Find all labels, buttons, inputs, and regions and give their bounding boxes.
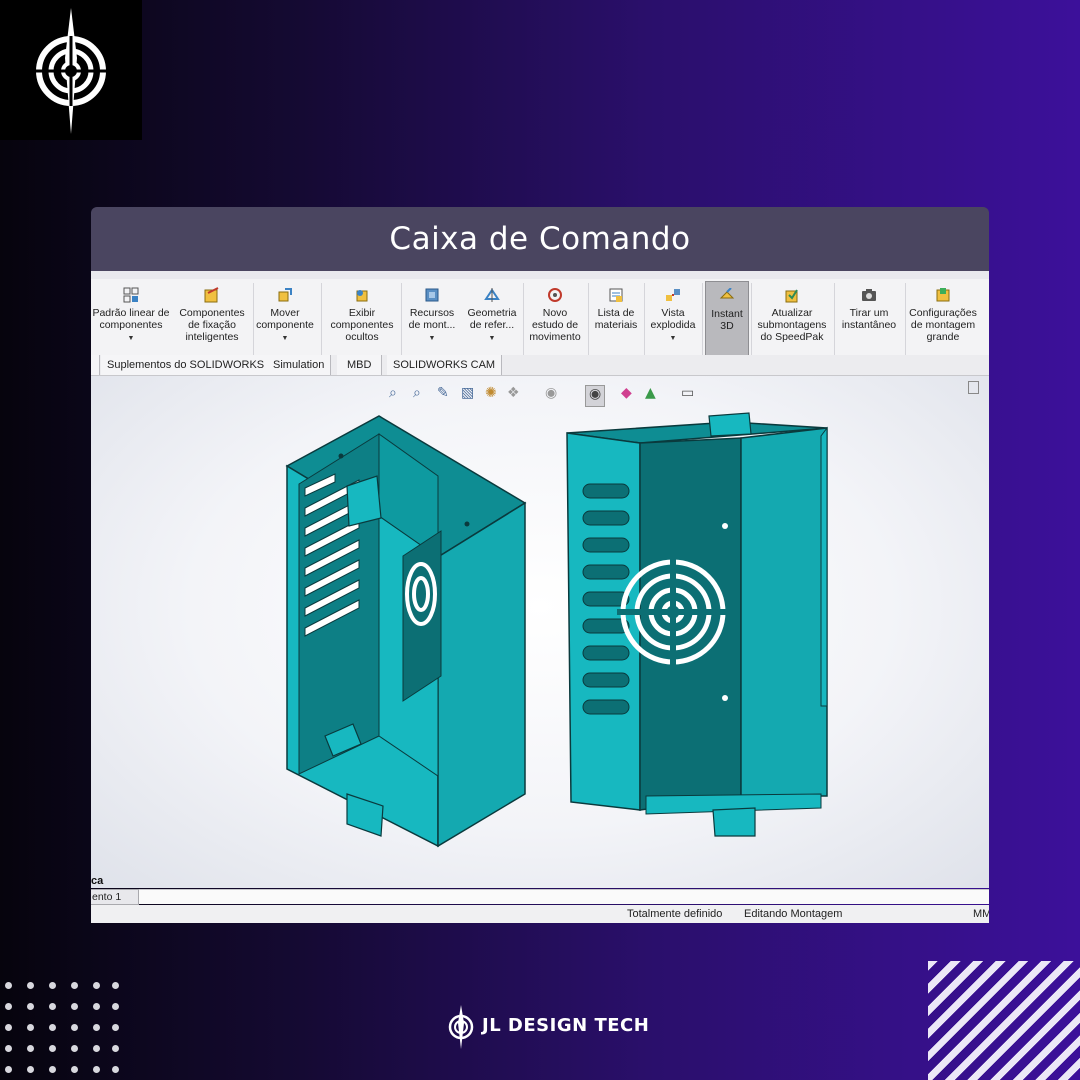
ribbon-speedpak-button[interactable]: Atualizar submontagens do SpeedPak: [753, 281, 831, 359]
status-bar: Totalmente definido Editando Montagem MM: [91, 905, 989, 923]
ribbon-bill-of-materials-button[interactable]: Lista de materiais: [590, 281, 642, 359]
status-units[interactable]: MM: [973, 908, 989, 920]
ribbon-separator: [401, 283, 402, 355]
reference-geometry-icon: [484, 288, 500, 302]
ribbon-separator: [644, 283, 645, 355]
tab-solidworks-addins[interactable]: Suplementos do SOLIDWORKS: [101, 355, 272, 375]
ribbon-assembly-features-button[interactable]: Recursos de mont... ▼: [403, 281, 461, 359]
view-settings-icon[interactable]: ▭: [681, 385, 695, 401]
tab-simulation[interactable]: Simulation: [267, 355, 332, 375]
ribbon-label: Mover componente: [256, 307, 314, 331]
status-definition: Totalmente definido: [627, 908, 723, 920]
instant3d-icon: [719, 288, 735, 299]
linear-pattern-icon: [123, 287, 139, 303]
zoom-to-fit-icon[interactable]: ⌕: [389, 385, 397, 401]
tab-mbd[interactable]: MBD: [337, 355, 383, 375]
dropdown-caret-icon: ▼: [669, 335, 677, 342]
large-assembly-icon: [936, 288, 950, 302]
display-style-icon[interactable]: ◉: [545, 385, 558, 401]
apply-scene-icon[interactable]: ▲: [645, 385, 656, 401]
stripe-decoration: [928, 961, 1080, 1080]
speedpak-icon: [785, 289, 798, 303]
ribbon-separator: [702, 283, 703, 355]
command-manager-tabs: Suplementos do SOLIDWORKS Simulation MBD…: [91, 355, 989, 376]
dropdown-caret-icon: ▼: [428, 335, 436, 342]
hide-show-icon[interactable]: ◉: [585, 385, 606, 407]
restore-pane-icon[interactable]: [968, 381, 979, 394]
tab-solidworks-cam[interactable]: SOLIDWORKS CAM: [387, 355, 503, 375]
command-ribbon: Padrão linear de componentes ▼ Component…: [91, 279, 989, 364]
ribbon-label: Configurações de montagem grande: [909, 307, 977, 343]
ribbon-label: Vista explodida: [650, 307, 696, 331]
status-mode: Editando Montagem: [744, 908, 843, 920]
ribbon-label: Instant 3D: [711, 308, 743, 332]
title-bar-strip: [91, 271, 989, 279]
ribbon-separator: [253, 283, 254, 355]
model-tab[interactable]: ento 1: [91, 889, 139, 905]
dropdown-caret-icon: ▼: [281, 335, 289, 342]
ribbon-label: Lista de materiais: [594, 307, 638, 331]
enclosure-right: [566, 412, 828, 837]
ribbon-label: Padrão linear de componentes: [92, 307, 170, 331]
bill-of-materials-icon: [609, 288, 623, 302]
move-component-icon: [278, 288, 292, 302]
motion-study-icon: [548, 288, 562, 302]
tab-prev[interactable]: [91, 355, 100, 375]
ribbon-linear-pattern-button[interactable]: Padrão linear de componentes ▼: [91, 281, 171, 359]
brand-name: JL DESIGN TECH: [482, 1015, 650, 1036]
exploded-view-icon: [666, 289, 680, 301]
heads-up-view-toolbar: ⌕ ⌕ ✎ ▧ ✺ ❖ ◉ ◉ ◆ ▲ ▭: [389, 380, 719, 407]
enclosure-left: [285, 415, 527, 848]
camera-icon: [862, 289, 876, 301]
zoom-to-area-icon[interactable]: ⌕: [413, 385, 421, 401]
ribbon-motion-study-button[interactable]: Novo estudo de movimento: [525, 281, 585, 359]
ribbon-move-component-button[interactable]: Mover componente ▼: [253, 281, 317, 359]
enclosure-3d-model: [285, 412, 828, 848]
ribbon-separator: [751, 283, 752, 355]
ribbon-separator: [321, 283, 322, 355]
ribbon-label: Recursos de mont...: [408, 307, 456, 331]
ribbon-smart-fasteners-button[interactable]: Componentes de fixação inteligentes: [175, 281, 249, 359]
card-title: Caixa de Comando: [91, 207, 989, 271]
dropdown-caret-icon: ▼: [488, 335, 496, 342]
section-view-icon[interactable]: ▧: [461, 385, 475, 401]
assembly-features-icon: [425, 288, 439, 302]
edit-appearance-icon[interactable]: ◆: [621, 385, 632, 401]
ribbon-label: Exibir componentes ocultos: [330, 307, 394, 343]
ribbon-separator: [834, 283, 835, 355]
ribbon-snapshot-button[interactable]: Tirar um instantâneo: [836, 281, 902, 359]
ribbon-show-hidden-button[interactable]: Exibir componentes ocultos: [325, 281, 399, 359]
horizontal-scrollbar[interactable]: [139, 889, 989, 904]
view-orientation-icon[interactable]: ❖: [507, 385, 520, 401]
ribbon-label: Componentes de fixação inteligentes: [179, 307, 245, 343]
ribbon-separator: [905, 283, 906, 355]
dynamic-annotation-icon[interactable]: ✺: [485, 385, 497, 401]
compass-logo-icon: [35, 8, 107, 134]
previous-view-icon[interactable]: ✎: [437, 385, 449, 401]
logo-box: [0, 0, 142, 140]
ribbon-label: Geometria de refer...: [467, 307, 517, 331]
ribbon-reference-geometry-button[interactable]: Geometria de refer... ▼: [463, 281, 521, 359]
show-hidden-icon: [356, 290, 368, 302]
ribbon-instant3d-button[interactable]: Instant 3D: [705, 281, 749, 361]
ribbon-label: Tirar um instantâneo: [841, 307, 897, 331]
ribbon-separator: [523, 283, 524, 355]
ribbon-label: Atualizar submontagens do SpeedPak: [757, 307, 827, 343]
ribbon-separator: [588, 283, 589, 355]
smart-fasteners-icon: [204, 287, 219, 303]
ribbon-label: Novo estudo de movimento: [529, 307, 581, 343]
ribbon-exploded-view-button[interactable]: Vista explodida ▼: [647, 281, 699, 359]
dropdown-caret-icon: ▼: [127, 335, 135, 342]
ribbon-large-assembly-button[interactable]: Configurações de montagem grande: [906, 281, 980, 359]
feature-tree-fragment: ca: [91, 875, 104, 887]
graphics-viewport[interactable]: ⌕ ⌕ ✎ ▧ ✺ ❖ ◉ ◉ ◆ ▲ ▭: [91, 376, 989, 888]
screenshot-card: Caixa de Comando Padrão linear de compon…: [91, 207, 989, 923]
compass-brand-icon: [448, 1005, 474, 1049]
